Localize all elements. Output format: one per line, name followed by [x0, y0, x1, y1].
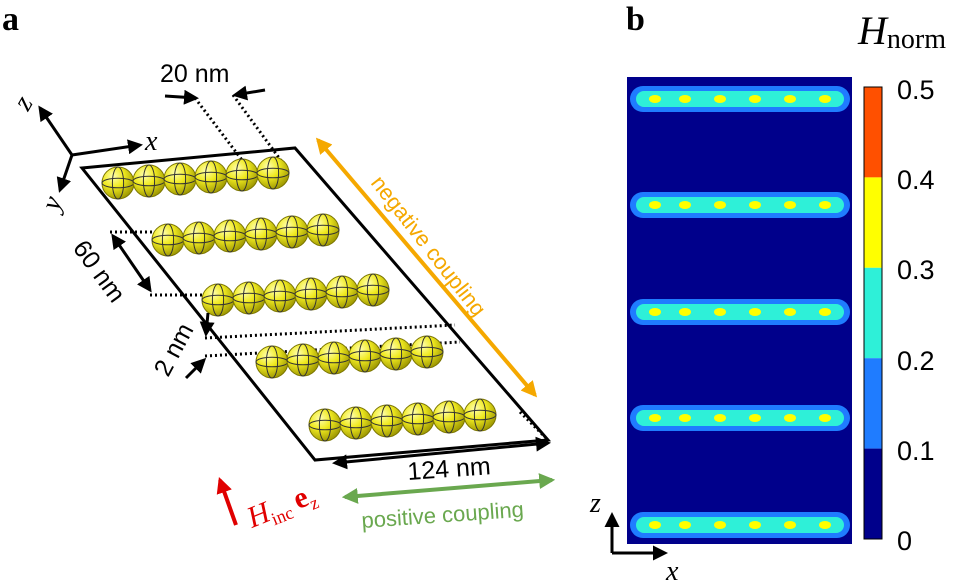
field-stripe	[630, 405, 850, 431]
nanosphere	[132, 164, 166, 198]
x-axis-label-b: x	[665, 556, 679, 582]
nanoparticle-rows	[101, 156, 497, 442]
panel-label-a: a	[2, 1, 19, 38]
x-axis-arrow	[71, 139, 143, 157]
width-arrow-right	[232, 85, 266, 101]
incident-field-arrow	[216, 476, 238, 526]
colorbar-ticks: 0.5 0.4 0.3 0.2 0.1 0	[897, 75, 935, 556]
nanosphere	[263, 279, 297, 313]
nanosphere	[286, 343, 320, 377]
nanosphere	[308, 408, 342, 442]
nanosphere	[244, 217, 278, 251]
z-axis-arrow	[38, 105, 74, 156]
z-axis-label-b: z	[589, 488, 601, 519]
colorbar-tick: 0.3	[897, 255, 935, 285]
colorbar-tick: 0.5	[897, 75, 935, 105]
length-arrow	[332, 436, 551, 470]
negative-coupling-arrow	[315, 137, 538, 398]
colorbar-tick: 0	[897, 526, 912, 556]
positive-coupling-arrow	[341, 473, 556, 504]
colorbar-band	[864, 358, 882, 449]
sphere-diameter-label: 20 nm	[160, 60, 229, 88]
field-stripe	[630, 512, 850, 538]
nanosphere	[410, 335, 444, 369]
field-stripe	[630, 299, 850, 325]
nanosphere	[232, 281, 266, 315]
nanosphere	[101, 166, 135, 200]
nanosphere	[463, 398, 497, 432]
coordinate-axes-b: x z	[589, 488, 679, 582]
field-stripes	[630, 86, 850, 538]
y-axis-arrow	[56, 154, 74, 193]
panel-b: b Hnorm 0.5 0.4 0.3 0.2 0.1 0 x z	[589, 1, 946, 582]
incident-field-label: Hincez	[241, 477, 321, 537]
colorbar-band	[864, 448, 882, 539]
positive-coupling-label: positive coupling	[361, 497, 525, 533]
colorbar-frame	[863, 86, 883, 540]
nanosphere	[194, 160, 228, 194]
nanosphere	[256, 156, 290, 190]
panel-a: a x z y	[2, 1, 556, 537]
dimension-guides	[110, 94, 550, 442]
y-axis-label: y	[34, 192, 69, 218]
colorbar-title: Hnorm	[857, 8, 946, 55]
colorbar-band	[864, 267, 882, 359]
nanosphere	[182, 221, 216, 255]
nanosphere	[401, 402, 435, 436]
colorbar	[864, 87, 882, 539]
nanosphere	[151, 223, 185, 257]
nanosphere	[370, 404, 404, 438]
field-stripe	[630, 86, 850, 112]
z-axis-label: z	[7, 90, 40, 116]
field-stripe	[630, 192, 850, 218]
row-length-label: 124 nm	[406, 452, 491, 486]
nanosphere	[432, 400, 466, 434]
nanosphere	[163, 162, 197, 196]
row-spacing-arrow	[111, 233, 152, 293]
nanosphere	[201, 283, 235, 317]
colorbar-tick: 0.1	[897, 436, 935, 466]
nanosphere	[348, 339, 382, 373]
nanosphere	[275, 215, 309, 249]
nanosphere	[379, 337, 413, 371]
gap-arrow-bottom	[184, 357, 207, 380]
x-axis-label: x	[144, 126, 158, 157]
gap-arrow-top	[199, 312, 215, 337]
colorbar-band	[864, 87, 882, 178]
dimension-arrows	[111, 85, 551, 470]
colorbar-tick: 0.2	[897, 346, 935, 376]
nanosphere	[213, 219, 247, 253]
colorbar-band	[864, 177, 882, 268]
nanosphere	[325, 275, 359, 309]
width-arrow-left	[164, 89, 199, 105]
nanosphere	[356, 273, 390, 307]
nanosphere	[225, 158, 259, 192]
nanosphere	[317, 341, 351, 375]
colorbar-tick: 0.4	[897, 165, 935, 195]
nanosphere	[339, 406, 373, 440]
coordinate-axes-a: x z y	[7, 90, 158, 217]
nanosphere	[294, 277, 328, 311]
nanosphere	[255, 345, 289, 379]
nanosphere	[306, 213, 340, 247]
panel-label-b: b	[626, 1, 645, 38]
